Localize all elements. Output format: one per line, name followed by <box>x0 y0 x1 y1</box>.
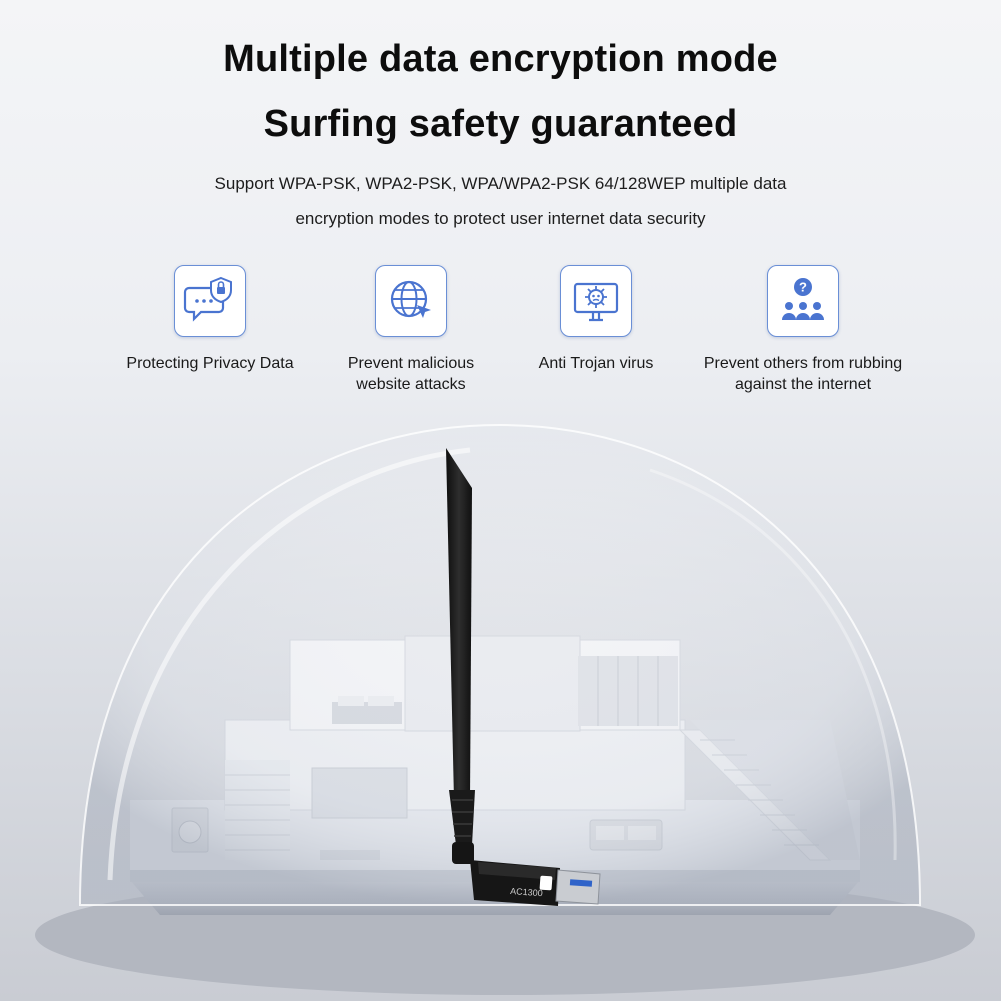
chat-lock-icon <box>174 265 246 337</box>
glass-dome <box>78 423 922 906</box>
feature-privacy-label: Protecting Privacy Data <box>126 355 294 372</box>
globe-cursor-icon <box>375 265 447 337</box>
question-people-icon: ? <box>767 265 839 337</box>
headline-title: Multiple data encryption mode <box>223 38 778 80</box>
feature-trojan-label: Anti Trojan virus <box>538 355 654 372</box>
description-line-2: encryption modes to protect user interne… <box>295 209 706 228</box>
feature-website-attacks: Prevent malicious website attacks <box>296 265 526 395</box>
monitor-virus-icon <box>560 265 632 337</box>
usb-connector <box>555 869 601 905</box>
feature-rubbing-label-2: against the internet <box>734 376 872 393</box>
feature-rubbing: ? Prevent others from rubbing against th… <box>688 265 918 395</box>
antenna <box>446 448 472 800</box>
description-line-1: Support WPA-PSK, WPA2-PSK, WPA/WPA2-PSK … <box>214 174 787 193</box>
svg-text:?: ? <box>799 280 807 295</box>
feature-website-label-1: Prevent malicious <box>347 355 475 372</box>
feature-website-label-2: website attacks <box>356 376 466 393</box>
usb-wifi-adapter: AC1300 <box>446 448 601 906</box>
feature-privacy: Protecting Privacy Data <box>95 265 325 374</box>
headline-subtitle: Surfing safety guaranteed <box>263 103 738 145</box>
adapter-badge: AC1300 <box>510 886 543 898</box>
feature-rubbing-label-1: Prevent others from rubbing <box>703 355 903 372</box>
feature-trojan: Anti Trojan virus <box>481 265 711 374</box>
